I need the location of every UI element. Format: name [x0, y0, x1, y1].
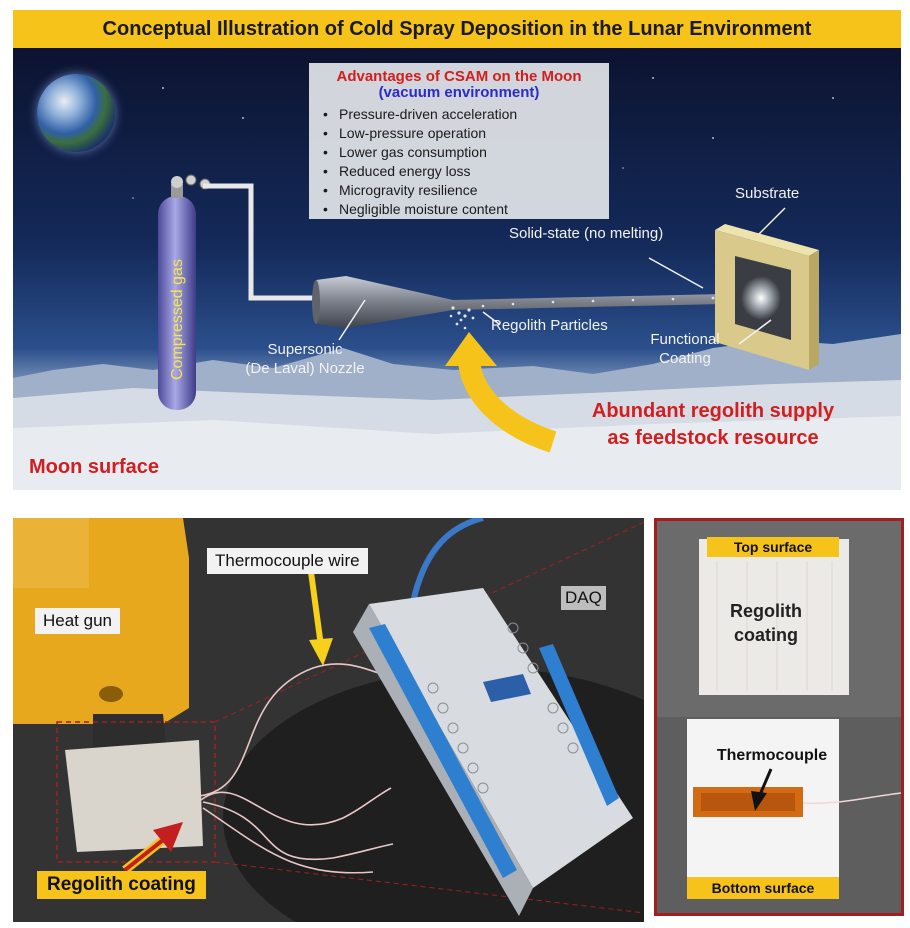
- inset-regolith-line1: Regolith: [730, 601, 802, 621]
- thermocouple-wire-label: Thermocouple wire: [207, 548, 368, 574]
- nozzle-label-line1: Supersonic: [267, 341, 343, 358]
- nozzle-label-line2: (De Laval) Nozzle: [245, 360, 365, 377]
- heat-gun-label: Heat gun: [35, 608, 120, 634]
- thermocouple-wire-arrow: [309, 638, 333, 666]
- inset-graphics: [657, 521, 901, 913]
- top-surface-sample: [699, 539, 849, 695]
- regolith-coated-sample: [65, 740, 203, 852]
- advantages-box: Advantages of CSAM on the Moon (vacuum e…: [309, 63, 609, 219]
- regolith-particles-label: Regolith Particles: [491, 317, 608, 334]
- functional-coating-label: Functional Coating: [635, 330, 735, 368]
- daq-label: DAQ: [561, 586, 606, 610]
- regolith-supply-line2: as feedstock resource: [607, 427, 819, 449]
- moon-scene: Advantages of CSAM on the Moon (vacuum e…: [13, 48, 901, 490]
- regolith-coating-arrow: [153, 822, 183, 852]
- figure-title: Conceptual Illustration of Cold Spray De…: [13, 10, 901, 48]
- thermocouple-label: Thermocouple: [716, 747, 828, 764]
- advantage-item: Lower gas consumption: [323, 143, 599, 162]
- thermocouple-lead: [802, 792, 901, 805]
- bottom-surface-label: Bottom surface: [687, 877, 839, 899]
- advantage-item: Microgravity resilience: [323, 181, 599, 200]
- functional-coating-line2: Coating: [659, 350, 711, 367]
- earth-icon: [37, 74, 115, 152]
- moon-surface-label: Moon surface: [29, 456, 160, 478]
- experimental-setup-photo: Heat gun Thermocouple wire DAQ Regolith …: [13, 518, 644, 922]
- compressed-gas-cylinder: [158, 174, 211, 410]
- regolith-coating-label: Regolith coating: [37, 871, 206, 899]
- label-pointers: [338, 207, 786, 345]
- advantages-subtitle: (vacuum environment): [378, 84, 540, 101]
- inset-regolith-line2: coating: [733, 625, 798, 645]
- advantages-title: Advantages of CSAM on the Moon: [336, 68, 582, 85]
- daq-device: [353, 588, 633, 916]
- stars: [132, 77, 834, 199]
- thermocouple-arrow: [751, 791, 767, 811]
- functional-coating-line1: Functional: [650, 331, 720, 348]
- solid-state-label: Solid-state (no melting): [509, 225, 664, 242]
- regolith-supply-label: Abundant regolith supply as feedstock re…: [523, 398, 901, 452]
- sample-inset: Top surface Regolith coating Thermocoupl…: [654, 518, 904, 916]
- advantages-list: Pressure-driven acceleration Low-pressur…: [319, 105, 599, 219]
- usb-cable: [410, 518, 484, 603]
- de-laval-nozzle: [312, 276, 723, 328]
- substrate-label: Substrate: [735, 185, 800, 202]
- advantage-item: Pressure-driven acceleration: [323, 105, 599, 124]
- thermocouple-wires: [198, 663, 394, 874]
- nozzle-label: Supersonic (De Laval) Nozzle: [235, 340, 375, 378]
- advantage-item: Low-pressure operation: [323, 124, 599, 143]
- gas-line: [203, 183, 316, 301]
- advantage-item: Negligible moisture content: [323, 200, 599, 219]
- compressed-gas-label: Compressed gas: [169, 259, 186, 380]
- supply-arrow: [445, 332, 557, 453]
- inset-regolith-coating-label: Regolith coating: [701, 599, 831, 647]
- advantage-item: Reduced energy loss: [323, 162, 599, 181]
- lunar-cold-spray-illustration: Conceptual Illustration of Cold Spray De…: [13, 10, 901, 490]
- scene-graphics: [13, 77, 901, 490]
- regolith-supply-line1: Abundant regolith supply: [591, 400, 835, 422]
- setup-graphics: [13, 518, 644, 922]
- substrate-block: [715, 224, 819, 370]
- top-surface-label: Top surface: [707, 537, 839, 557]
